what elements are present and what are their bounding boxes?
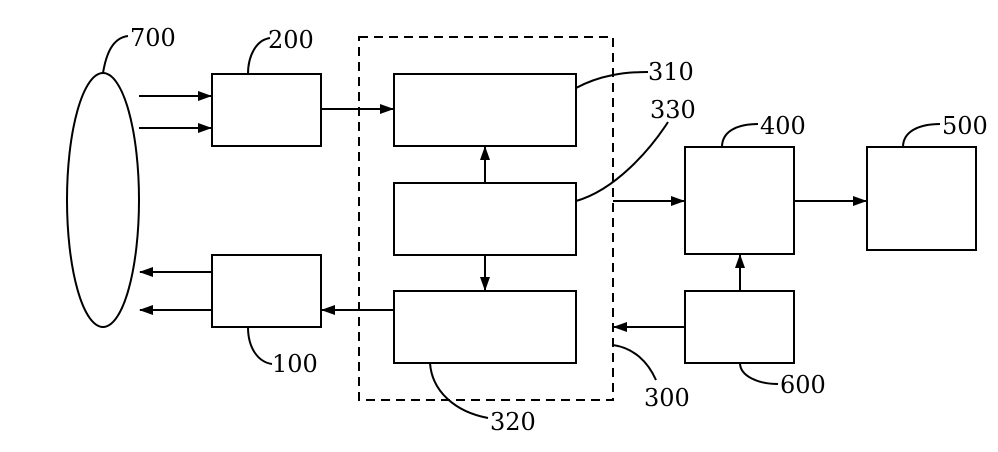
block-600 xyxy=(684,290,795,364)
leader-200 xyxy=(247,37,271,75)
leader-320 xyxy=(429,362,489,419)
leader-500 xyxy=(902,123,941,148)
label-500: 500 xyxy=(942,112,988,140)
block-330 xyxy=(393,182,577,256)
block-320 xyxy=(393,290,577,364)
leader-400 xyxy=(721,123,759,148)
block-310 xyxy=(393,73,577,147)
label-330: 330 xyxy=(650,96,696,124)
block-400 xyxy=(684,146,795,255)
element-700-ellipse xyxy=(66,72,140,328)
label-700: 700 xyxy=(130,24,176,52)
group-300-dashed-boundary xyxy=(358,36,614,401)
label-310: 310 xyxy=(648,58,694,86)
leader-300 xyxy=(612,344,657,381)
label-300: 300 xyxy=(644,384,690,412)
label-400: 400 xyxy=(760,112,806,140)
block-500 xyxy=(866,146,977,251)
label-320: 320 xyxy=(490,408,536,436)
block-100 xyxy=(211,254,322,328)
leader-100 xyxy=(247,326,273,365)
leader-310 xyxy=(575,71,649,89)
label-100: 100 xyxy=(272,350,318,378)
leader-330 xyxy=(575,121,669,202)
leader-700 xyxy=(102,35,129,74)
label-200: 200 xyxy=(268,26,314,54)
block-200 xyxy=(211,73,322,147)
label-600: 600 xyxy=(780,371,826,399)
leader-600 xyxy=(739,362,779,385)
